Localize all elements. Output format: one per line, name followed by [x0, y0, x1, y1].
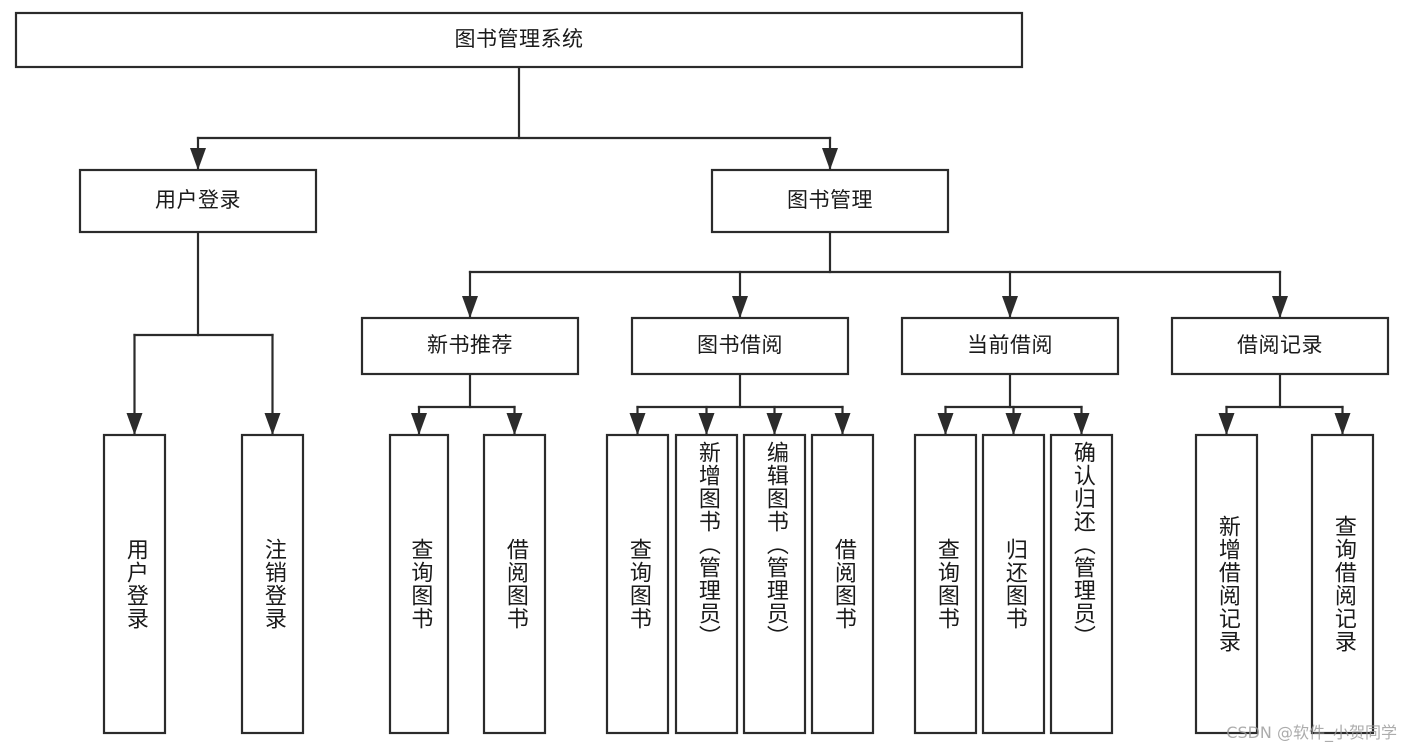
watermark-text: CSDN @软件_小贺同学	[1226, 723, 1397, 742]
node-box-leaf-0[interactable]	[102, 433, 167, 735]
arrow-head-level2-0	[462, 296, 478, 318]
node-box-leaf-7[interactable]	[810, 433, 875, 735]
node-box-leaf-3[interactable]	[482, 433, 547, 735]
arrow-head-level2-2-leaf-0	[937, 413, 954, 435]
node-boxes-group	[14, 11, 1390, 735]
node-box-图书管理系统[interactable]	[14, 11, 1024, 69]
arrow-head-level2-1-leaf-1	[698, 413, 715, 435]
arrow-head-level2-1-leaf-0	[629, 413, 646, 435]
node-box-leaf-1[interactable]	[240, 433, 305, 735]
node-box-leaf-5[interactable]	[674, 433, 739, 735]
node-box-当前借阅[interactable]	[900, 316, 1120, 376]
arrow-head-level2-0-leaf-1	[506, 413, 523, 435]
arrow-head-user-leaf-1	[264, 413, 281, 435]
arrow-head-level2-3-leaf-0	[1218, 413, 1235, 435]
arrow-head-level2-2	[1002, 296, 1018, 318]
node-box-leaf-12[interactable]	[1310, 433, 1375, 735]
arrow-head-level1-1	[822, 148, 838, 170]
node-box-leaf-6[interactable]	[742, 433, 807, 735]
arrow-head-level1-0	[190, 148, 206, 170]
node-box-借阅记录[interactable]	[1170, 316, 1390, 376]
node-box-leaf-10[interactable]	[1049, 433, 1114, 735]
arrow-head-level2-1	[732, 296, 748, 318]
arrow-head-level2-3	[1272, 296, 1288, 318]
arrow-head-level2-2-leaf-1	[1005, 413, 1022, 435]
connectors-group	[126, 65, 1351, 437]
node-box-图书管理[interactable]	[710, 168, 950, 234]
node-box-leaf-8[interactable]	[913, 433, 978, 735]
arrow-head-level2-0-leaf-0	[411, 413, 427, 435]
node-box-leaf-11[interactable]	[1194, 433, 1259, 735]
arrow-head-level2-3-leaf-1	[1334, 413, 1351, 435]
arrow-head-level2-1-leaf-2	[766, 413, 783, 435]
node-box-图书借阅[interactable]	[630, 316, 850, 376]
node-box-leaf-4[interactable]	[605, 433, 670, 735]
node-box-leaf-9[interactable]	[981, 433, 1046, 735]
node-box-新书推荐[interactable]	[360, 316, 580, 376]
arrow-head-level2-2-leaf-2	[1073, 413, 1090, 435]
arrow-head-user-leaf-0	[126, 413, 143, 435]
arrow-head-level2-1-leaf-3	[834, 413, 851, 435]
node-box-用户登录[interactable]	[78, 168, 318, 234]
node-box-leaf-2[interactable]	[388, 433, 450, 735]
